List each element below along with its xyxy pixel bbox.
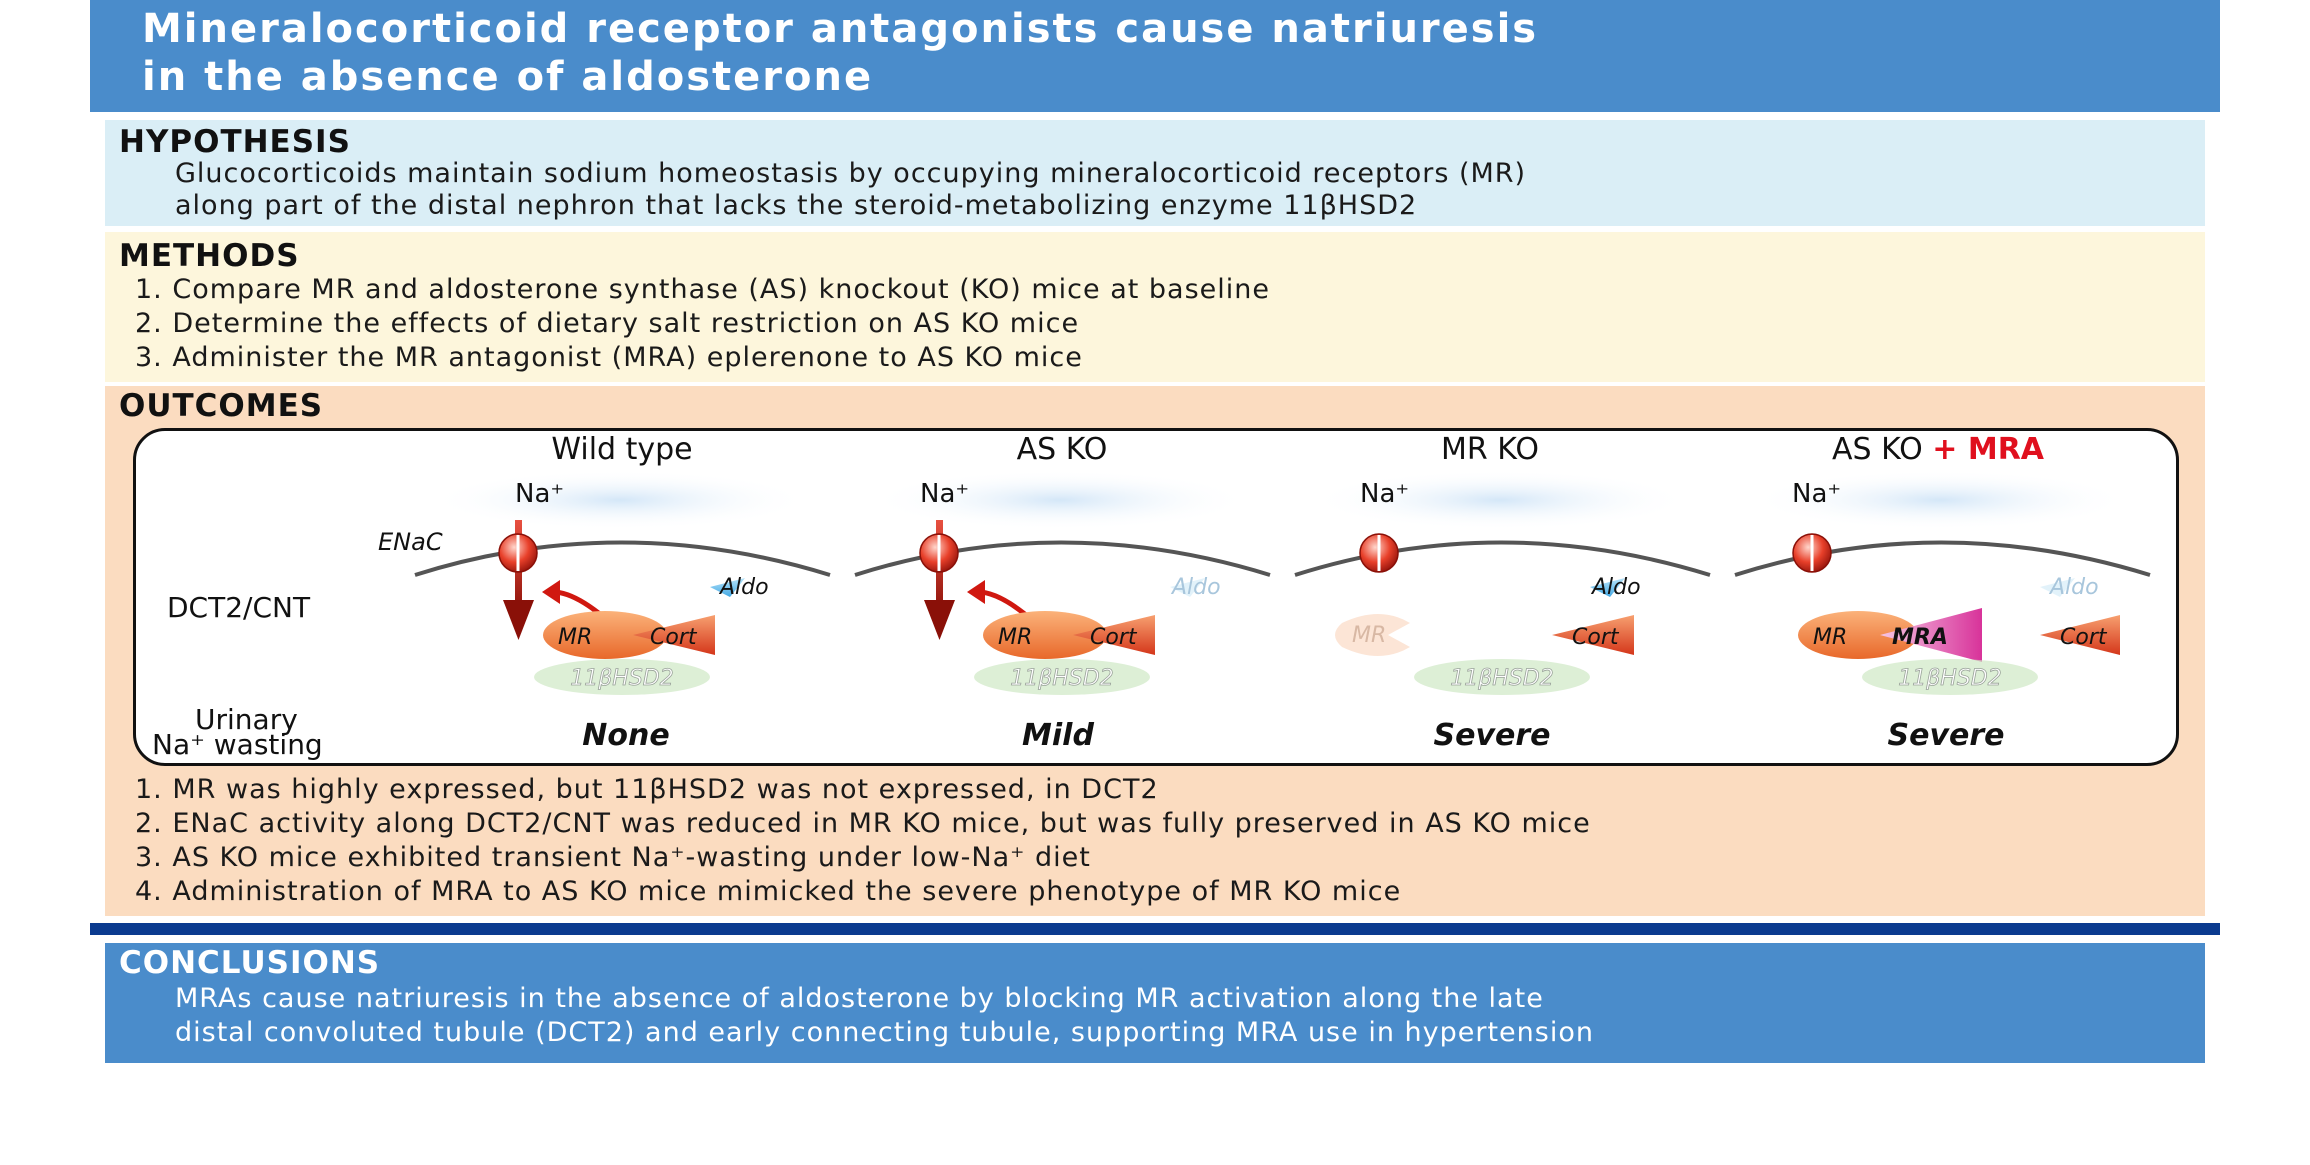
mr-receptor xyxy=(1798,611,1918,659)
cort-label: Cort xyxy=(1572,625,1620,650)
wasting-value-wild-type: None xyxy=(582,718,670,753)
aldo-label: Aldo xyxy=(718,575,769,600)
column-title-as-ko: AS KO xyxy=(1016,432,1108,467)
cell-diagram-as-ko: Na⁺ Aldo MR Cort 11βHSD2 xyxy=(854,470,1271,695)
cell-diagram-as-ko-mra: Na⁺ Aldo MR MRA Cort 11βHSD2 xyxy=(1734,470,2151,695)
methods-heading: METHODS xyxy=(119,238,300,274)
apical-membrane xyxy=(854,540,1271,577)
hsd-bubble xyxy=(1414,659,1590,695)
cort-label: Cort xyxy=(2060,625,2108,650)
cell-diagram-wild-type: Na⁺ Aldo MR Cort 11βHSD2 xyxy=(414,470,831,695)
mr-label: MR xyxy=(1352,623,1386,648)
mr-label: MR xyxy=(1813,625,1847,650)
segment-label: DCT2/CNT xyxy=(167,591,311,624)
wasting-value-as-ko: Mild xyxy=(1022,718,1094,753)
outcomes-heading: OUTCOMES xyxy=(119,388,324,424)
aldo-shape xyxy=(710,578,745,597)
hypothesis-panel: HYPOTHESIS Glucocorticoids maintain sodi… xyxy=(105,120,2205,226)
aldo-shape xyxy=(1590,578,1625,597)
apical-membrane xyxy=(414,540,831,577)
hsd-bubble xyxy=(1862,659,2038,695)
wasting-label-line-1: Urinary xyxy=(195,703,298,736)
mr-receptor xyxy=(543,611,667,659)
na-label: Na⁺ xyxy=(515,479,564,509)
apical-membrane xyxy=(1734,540,2151,577)
aldo-label: Aldo xyxy=(1590,575,1641,600)
hsd-label: 11βHSD2 xyxy=(1898,666,2001,691)
activation-arrowhead xyxy=(542,580,560,604)
na-label: Na⁺ xyxy=(920,479,969,509)
activation-arrowhead xyxy=(967,580,985,604)
mr-receptor-absent xyxy=(1335,614,1410,656)
lumen-glow xyxy=(430,470,810,530)
conclusions-heading: CONCLUSIONS xyxy=(119,945,381,981)
hsd-label: 11βHSD2 xyxy=(570,666,673,691)
cort-shape xyxy=(1552,615,1634,655)
title-line-1: Mineralocorticoid receptor antagonists c… xyxy=(142,6,1539,52)
lumen-glow xyxy=(1310,470,1690,530)
aldo-label: Aldo xyxy=(2048,575,2099,600)
methods-panel: METHODS 1. Compare MR and aldosterone sy… xyxy=(105,232,2205,382)
mra-shape xyxy=(1880,608,1982,662)
wasting-label-line-2: Na⁺ wasting xyxy=(152,728,323,761)
enac-label: ENaC xyxy=(378,528,443,556)
cell-diagram-mr-ko: Na⁺ Aldo MR Cort 11βHSD2 xyxy=(1294,470,1711,695)
aldo-shape-absent xyxy=(2040,578,2075,597)
na-label: Na⁺ xyxy=(1792,479,1841,509)
cort-shape xyxy=(2040,615,2120,655)
cort-label: Cort xyxy=(1090,625,1138,650)
aldo-label: Aldo xyxy=(1170,575,1221,600)
methods-item: 3. Administer the MR antagonist (MRA) ep… xyxy=(135,342,1083,373)
mr-label: MR xyxy=(558,625,592,650)
conclusions-line: distal convoluted tubule (DCT2) and earl… xyxy=(175,1017,1594,1048)
methods-item: 1. Compare MR and aldosterone synthase (… xyxy=(135,274,1271,305)
lumen-glow xyxy=(1750,470,2130,530)
section-divider xyxy=(90,923,2220,935)
hsd-bubble xyxy=(534,659,710,695)
lumen-glow xyxy=(870,470,1250,530)
finding-item: 1. MR was highly expressed, but 11βHSD2 … xyxy=(135,774,1159,805)
mra-label: MRA xyxy=(1892,625,1948,650)
na-flux-arrowhead xyxy=(503,600,534,640)
conclusions-panel: CONCLUSIONS MRAs cause natriuresis in th… xyxy=(105,943,2205,1063)
aldo-shape-absent xyxy=(1170,578,1205,597)
column-title-as-ko-mra: AS KO + MRA xyxy=(1831,432,2045,467)
wasting-value-mr-ko: Severe xyxy=(1433,718,1551,753)
title-banner: Mineralocorticoid receptor antagonists c… xyxy=(90,0,2220,112)
column-title-wild-type: Wild type xyxy=(551,432,693,467)
hsd-bubble xyxy=(974,659,1150,695)
hypothesis-heading: HYPOTHESIS xyxy=(119,124,351,160)
cort-shape xyxy=(1073,615,1155,655)
title-line-2: in the absence of aldosterone xyxy=(142,54,874,100)
na-label: Na⁺ xyxy=(1360,479,1409,509)
finding-item: 2. ENaC activity along DCT2/CNT was redu… xyxy=(135,808,1591,839)
wasting-value-as-ko-mra: Severe xyxy=(1887,718,2005,753)
hsd-label: 11βHSD2 xyxy=(1010,666,1113,691)
apical-membrane xyxy=(1294,540,1711,577)
finding-item: 3. AS KO mice exhibited transient Na⁺-wa… xyxy=(135,842,1091,873)
column-title-mr-ko: MR KO xyxy=(1441,432,1539,467)
cort-shape xyxy=(633,615,715,655)
cort-label: Cort xyxy=(650,625,698,650)
mr-label: MR xyxy=(998,625,1032,650)
mr-receptor xyxy=(983,611,1107,659)
na-flux-arrowhead xyxy=(924,600,955,640)
methods-item: 2. Determine the effects of dietary salt… xyxy=(135,308,1080,339)
conclusions-line: MRAs cause natriuresis in the absence of… xyxy=(175,983,1544,1014)
hsd-label: 11βHSD2 xyxy=(1450,666,1553,691)
hypothesis-line: Glucocorticoids maintain sodium homeosta… xyxy=(175,158,1527,189)
hypothesis-line: along part of the distal nephron that la… xyxy=(175,190,1418,221)
finding-item: 4. Administration of MRA to AS KO mice m… xyxy=(135,876,1402,907)
